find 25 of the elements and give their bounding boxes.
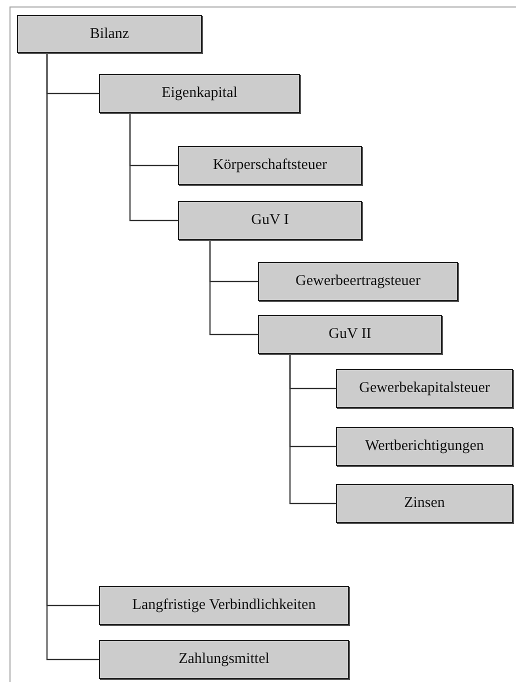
category-box (258, 262, 458, 301)
box-label: GuV II (328, 326, 372, 343)
category-box (178, 201, 362, 240)
category-box (178, 146, 362, 185)
category-box (258, 315, 442, 354)
category-box (99, 640, 349, 679)
category-box (336, 484, 513, 523)
box-label: GuV I (251, 212, 289, 229)
box-label: Wertberichtigungen (365, 438, 484, 455)
connector-line (129, 113, 178, 222)
box-label: Langfristige Verbindlichkeiten (132, 597, 316, 614)
box-label: Bilanz (90, 26, 130, 42)
connector-line (289, 354, 336, 504)
category-box (99, 74, 300, 113)
category-box (99, 586, 349, 625)
box-label: Zahlungsmittel (178, 651, 270, 668)
box-label: Körperschaftsteuer (212, 157, 328, 174)
box-label: Gewerbekapitalsteuer (359, 380, 490, 397)
category-box (17, 15, 202, 53)
category-box (336, 369, 513, 408)
box-label: Zinsen (404, 495, 445, 512)
connector-line (209, 240, 258, 336)
box-label: Eigenkapital (162, 85, 238, 102)
box-label: Gewerbeertragsteuer (296, 273, 420, 290)
category-box (336, 427, 513, 466)
